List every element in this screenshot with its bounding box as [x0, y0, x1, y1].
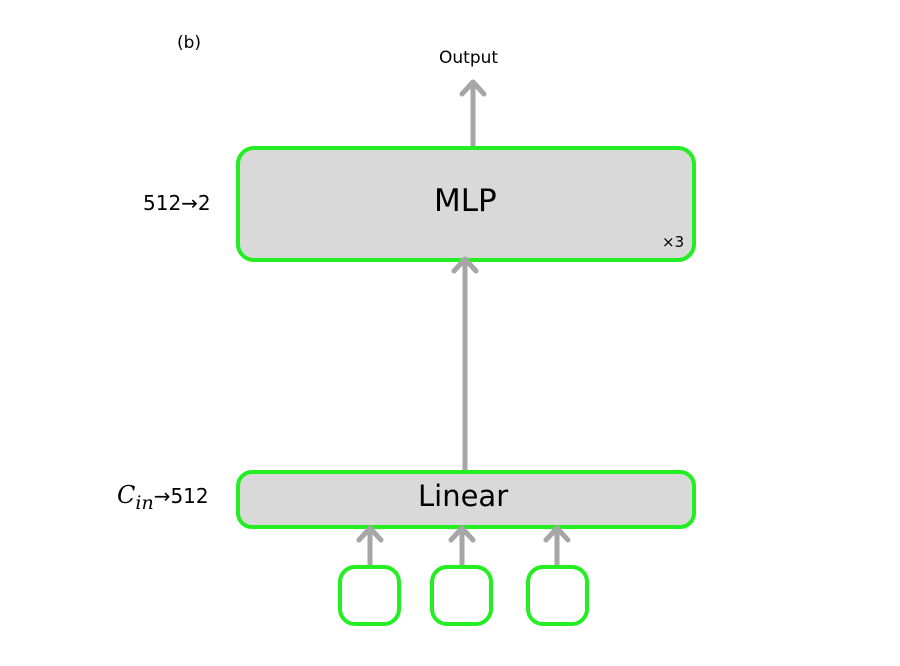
linear-dims-label: Cin→512 — [117, 481, 209, 513]
linear-dims-subscript: in — [135, 492, 154, 514]
mlp-dims-label: 512→2 — [143, 191, 211, 215]
linear-dims-symbol: C — [117, 481, 136, 509]
panel-label: (b) — [177, 33, 202, 53]
input-node-2 — [430, 565, 493, 626]
input-arrow-2 — [448, 525, 476, 567]
output-arrow — [459, 79, 487, 150]
linear-to-mlp-arrow — [451, 256, 479, 472]
output-label: Output — [439, 48, 499, 68]
input-arrow-3 — [543, 525, 571, 567]
linear-block — [236, 470, 696, 529]
linear-title: Linear — [418, 479, 509, 513]
mlp-repeat-label: ×3 — [662, 233, 685, 251]
input-arrow-1 — [356, 525, 384, 567]
input-node-1 — [338, 565, 401, 626]
linear-dims-suffix: →512 — [153, 484, 209, 508]
input-node-3 — [526, 565, 589, 626]
mlp-title: MLP — [434, 183, 497, 219]
